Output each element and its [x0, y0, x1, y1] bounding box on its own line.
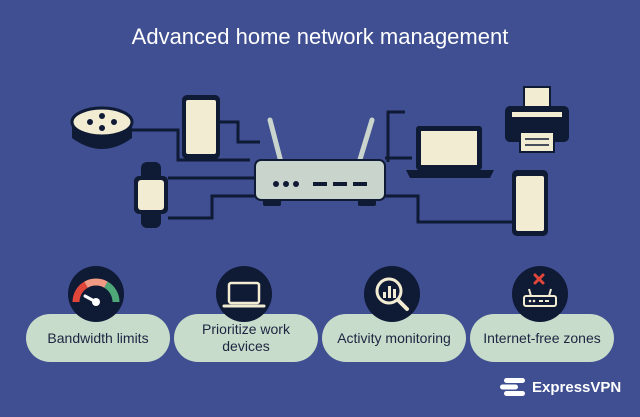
feature-label: Internet-free zones [483, 329, 601, 346]
feature-pill-bandwidth: Bandwidth limits [26, 314, 170, 362]
feature-pill-monitoring: Activity monitoring [322, 314, 466, 362]
feature-label: Activity monitoring [337, 329, 451, 346]
smartphone-icon [182, 95, 220, 159]
connection-line [386, 110, 405, 162]
feature-pill-internet-free: Internet-free zones [470, 314, 614, 362]
magnifier-chart-icon [364, 266, 420, 322]
laptop-icon [406, 126, 494, 178]
feature-pill-prioritize: Prioritize work devices [174, 314, 318, 362]
connection-line [385, 194, 512, 224]
speedometer-icon [68, 266, 124, 322]
expressvpn-logo-icon [500, 378, 525, 396]
brand-name: ExpressVPN [532, 378, 622, 396]
page-title: Advanced home network management [131, 24, 509, 49]
connection-line [218, 120, 260, 144]
smartphone-icon [512, 170, 548, 236]
router-icon [254, 117, 386, 206]
brand-logo: ExpressVPN [500, 377, 621, 397]
smart-speaker-icon [70, 106, 134, 149]
router-blocked-icon [512, 266, 568, 322]
smartwatch-icon [134, 162, 168, 228]
laptop-icon [216, 266, 272, 322]
connection-line [132, 128, 250, 162]
feature-label: Bandwidth limits [47, 329, 149, 346]
feature-label: Prioritize work devices [202, 321, 290, 354]
connection-line [168, 194, 255, 220]
printer-icon [505, 86, 569, 153]
connection-lines [132, 110, 512, 224]
